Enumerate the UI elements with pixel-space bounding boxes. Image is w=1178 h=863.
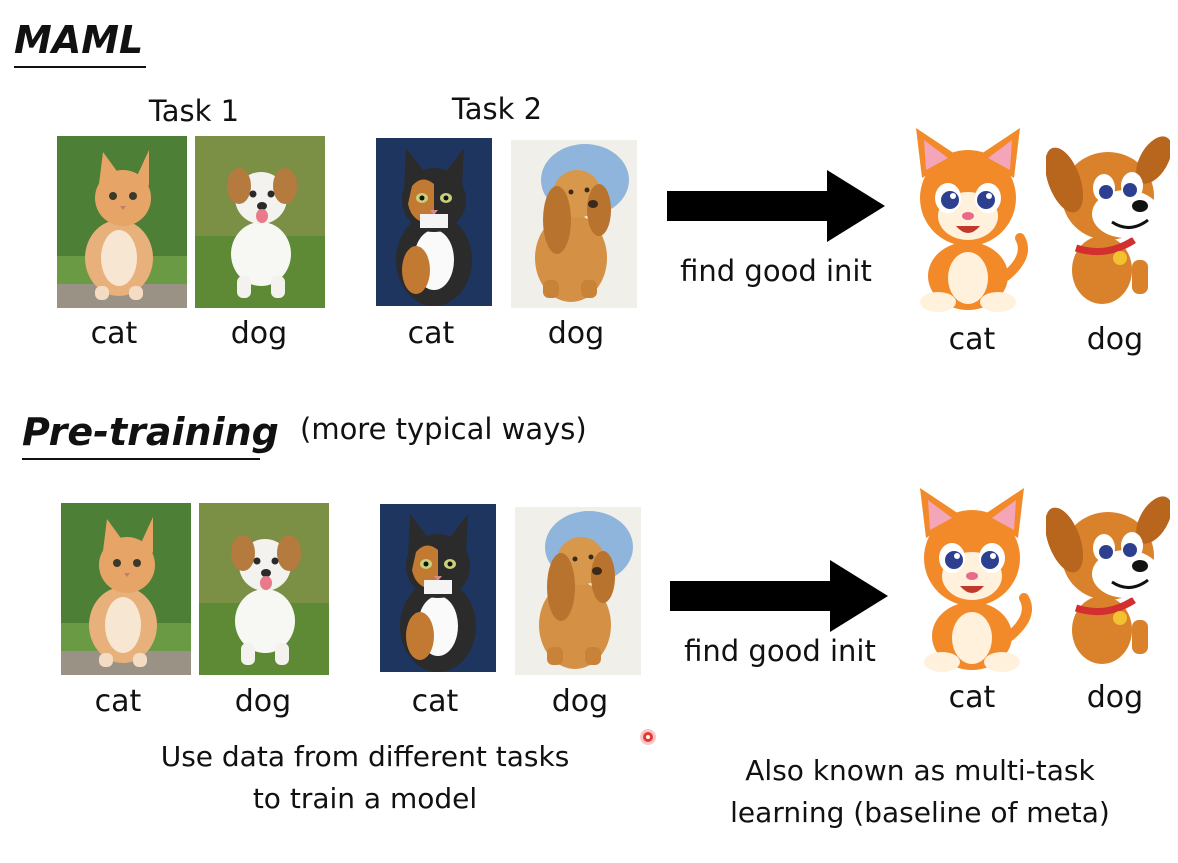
dog-photo-image xyxy=(195,136,325,308)
pretraining-label-cat-2: cat xyxy=(411,684,459,719)
pretraining-subheading: (more typical ways) xyxy=(300,412,587,446)
maml-label-dog-1: dog xyxy=(230,316,288,351)
pretraining-result-dog: dog xyxy=(1086,680,1144,715)
laser-pointer-dot-icon xyxy=(640,729,656,745)
maml-arrow-label: find good init xyxy=(680,254,872,288)
pretraining-heading: Pre-training xyxy=(22,410,279,454)
pretraining-label-cat-1: cat xyxy=(94,684,142,719)
right-arrow-icon xyxy=(667,170,885,242)
watercolor-dog-image-2 xyxy=(515,507,641,675)
pretraining-result-cat: cat xyxy=(948,680,996,715)
task1-label: Task 1 xyxy=(148,94,240,128)
caption-right-line-2: learning (baseline of meta) xyxy=(730,796,1110,829)
caption-left: Use data from different tasks to train a… xyxy=(110,736,620,820)
pretraining-heading-underline xyxy=(22,458,260,460)
cat-photo-image xyxy=(57,136,187,308)
pretraining-arrow-label: find good init xyxy=(684,634,876,668)
caption-right: Also known as multi-task learning (basel… xyxy=(680,750,1160,834)
cartoon-dog-image-2 xyxy=(1046,496,1170,670)
cartoon-dog-image xyxy=(1046,136,1170,310)
maml-heading-underline xyxy=(14,66,146,68)
dog-photo-image-2 xyxy=(199,503,329,675)
caption-left-line-2: to train a model xyxy=(252,782,478,815)
watercolor-cat-image xyxy=(372,134,496,310)
cat-photo-image-2 xyxy=(61,503,191,675)
task2-label: Task 2 xyxy=(451,92,543,126)
maml-heading: MAML xyxy=(14,18,144,62)
maml-label-cat-2: cat xyxy=(407,316,455,351)
maml-label-dog-2: dog xyxy=(547,316,605,351)
watercolor-dog-image xyxy=(511,140,637,308)
caption-left-line-1: Use data from different tasks xyxy=(160,740,570,773)
cartoon-cat-image-2 xyxy=(920,488,1032,672)
pretraining-label-dog-2: dog xyxy=(551,684,609,719)
right-arrow-icon-2 xyxy=(670,560,888,632)
maml-result-dog: dog xyxy=(1086,322,1144,357)
maml-label-cat-1: cat xyxy=(90,316,138,351)
caption-right-line-1: Also known as multi-task xyxy=(745,754,1095,787)
pretraining-label-dog-1: dog xyxy=(234,684,292,719)
cartoon-cat-image xyxy=(916,128,1028,312)
watercolor-cat-image-2 xyxy=(376,500,500,676)
maml-result-cat: cat xyxy=(948,322,996,357)
